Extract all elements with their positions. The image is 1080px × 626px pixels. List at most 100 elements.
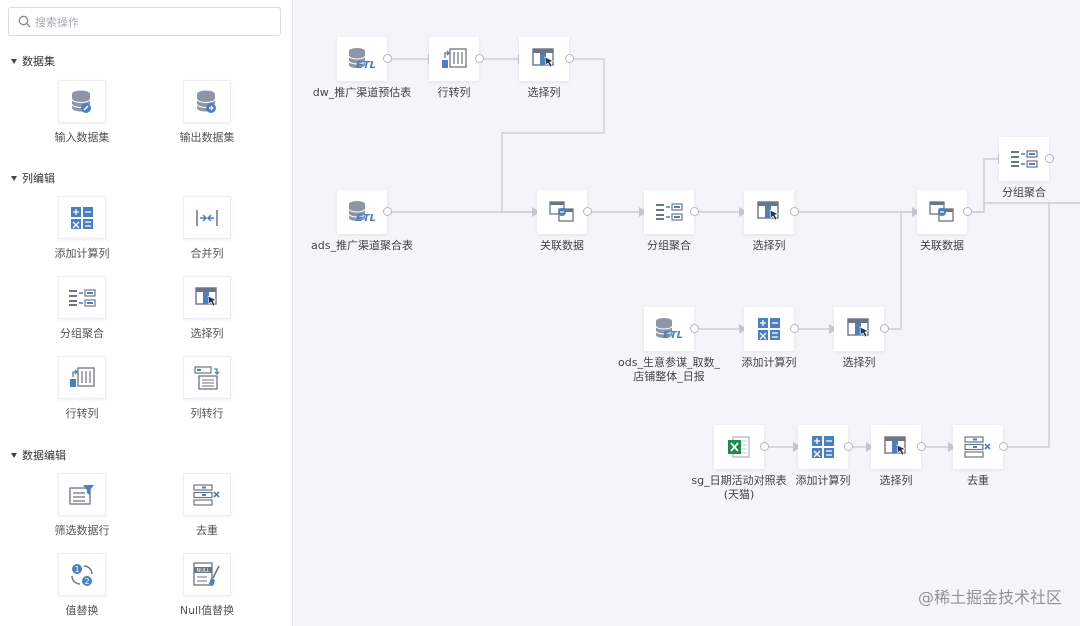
select-columns-icon xyxy=(195,286,217,306)
output-port[interactable] xyxy=(760,442,769,451)
node-ads-channel-aggregate[interactable]: ETL ads_推广渠道聚合表 xyxy=(302,190,422,253)
node-group-aggregate-1[interactable]: 分组聚合 xyxy=(609,190,729,253)
tool-label: 列转行 xyxy=(190,407,224,420)
filter-rows-icon xyxy=(69,484,94,505)
output-port[interactable] xyxy=(844,442,853,451)
search-icon xyxy=(18,15,31,28)
svg-text:NULL: NULL xyxy=(197,568,210,574)
output-port[interactable] xyxy=(690,207,699,216)
node-label: 关联数据 xyxy=(540,239,584,252)
tool-group-aggregate[interactable]: 分组聚合 xyxy=(32,276,132,341)
tool-calc-column[interactable]: 添加计算列 xyxy=(32,196,132,261)
tool-dedupe[interactable]: 去重 xyxy=(157,473,257,538)
dedupe-icon xyxy=(964,436,991,458)
node-label: 选择列 xyxy=(527,86,561,99)
workflow-canvas[interactable]: ETL dw_推广渠道预估表 行转列 选择列 ETL ads_推广渠道聚合表 关… xyxy=(294,0,1080,626)
output-port[interactable] xyxy=(475,54,484,63)
etl-icon: ETL xyxy=(348,201,376,224)
group-aggregate-icon xyxy=(69,288,96,307)
node-calc-column-1[interactable]: 添加计算列 xyxy=(709,307,829,370)
caret-down-icon xyxy=(11,58,17,64)
tool-label: 筛选数据行 xyxy=(54,524,110,537)
node-calc-column-2[interactable]: 添加计算列 xyxy=(763,425,883,488)
etl-icon: ETL xyxy=(348,48,376,71)
arrow-n11 xyxy=(739,324,747,334)
svg-text:1: 1 xyxy=(74,565,79,574)
node-label: 选择列 xyxy=(879,474,913,487)
connection-wires xyxy=(391,54,1080,452)
node-label: 去重 xyxy=(967,474,989,487)
search-input[interactable] xyxy=(35,12,275,32)
null-replace-icon: NULL xyxy=(193,561,220,586)
tool-output-dataset[interactable]: 输出数据集 xyxy=(157,80,257,145)
section-header-column-edit[interactable]: 列编辑 xyxy=(11,170,55,186)
output-port[interactable] xyxy=(583,207,592,216)
node-select-columns-1[interactable]: 选择列 xyxy=(484,37,604,100)
svg-text:ETL: ETL xyxy=(356,213,376,224)
arrow-n6 xyxy=(639,207,647,217)
node-join-2[interactable]: 关联数据 xyxy=(882,190,1002,253)
output-port[interactable] xyxy=(917,442,926,451)
node-ods-shop-daily[interactable]: ETL ods_生意参谋_取数_ 店铺整体_日报 xyxy=(609,307,729,384)
node-label: ods_生意参谋_取数_ 店铺整体_日报 xyxy=(618,356,720,383)
wire-n16-right xyxy=(1007,202,1080,448)
etl-icon: ETL xyxy=(655,318,683,341)
output-port[interactable] xyxy=(790,207,799,216)
output-port[interactable] xyxy=(565,54,574,63)
tool-column-to-row[interactable]: 列转行 xyxy=(157,356,257,421)
arrow-n7 xyxy=(739,207,747,217)
node-label: ads_推广渠道聚合表 xyxy=(311,239,413,252)
output-port[interactable] xyxy=(690,324,699,333)
select-columns-icon xyxy=(532,48,554,68)
node-select-columns-4[interactable]: 选择列 xyxy=(836,425,956,488)
node-join-1[interactable]: 关联数据 xyxy=(502,190,622,253)
node-dw-channel-estimate[interactable]: ETL dw_推广渠道预估表 xyxy=(302,37,422,100)
node-label: 分组聚合 xyxy=(647,239,691,252)
tool-label: 合并列 xyxy=(190,247,224,260)
output-port[interactable] xyxy=(383,207,392,216)
tool-merge-columns[interactable]: 合并列 xyxy=(157,196,257,261)
output-port[interactable] xyxy=(999,442,1008,451)
select-columns-icon xyxy=(757,201,779,221)
arrow-n14 xyxy=(793,442,801,452)
tool-filter-rows[interactable]: 筛选数据行 xyxy=(32,473,132,538)
arrow-n5 xyxy=(532,207,540,217)
node-label: 选择列 xyxy=(752,239,786,252)
node-row-to-column[interactable]: 行转列 xyxy=(394,37,514,100)
svg-text:ETL: ETL xyxy=(663,330,683,341)
section-title: 数据编辑 xyxy=(22,449,66,462)
output-port[interactable] xyxy=(1045,154,1054,163)
tool-label: 选择列 xyxy=(190,327,224,340)
tool-label: 行转列 xyxy=(65,407,99,420)
join-icon xyxy=(929,201,954,222)
node-label: dw_推广渠道预估表 xyxy=(312,86,412,99)
node-label: 分组聚合 xyxy=(1002,186,1046,199)
tool-null-replace[interactable]: NULL Null值替换 xyxy=(157,553,257,618)
tool-label: 分组聚合 xyxy=(60,327,104,340)
node-group-aggregate-2[interactable]: 分组聚合 xyxy=(964,137,1080,200)
search-box[interactable] xyxy=(8,7,281,36)
operations-sidebar: 数据集 输入数据集 输出数据集 列编辑 添加计算列 合并列 分组聚合 选择列 行… xyxy=(0,0,293,626)
section-header-dataset[interactable]: 数据集 xyxy=(11,53,55,69)
arrow-n8 xyxy=(912,207,920,217)
node-select-columns-2[interactable]: 选择列 xyxy=(709,190,829,253)
select-columns-icon xyxy=(884,436,906,456)
tool-select-columns[interactable]: 选择列 xyxy=(157,276,257,341)
tool-label: Null值替换 xyxy=(179,604,235,617)
tool-label: 添加计算列 xyxy=(54,247,110,260)
node-select-columns-3[interactable]: 选择列 xyxy=(799,307,919,370)
node-dedupe[interactable]: 去重 xyxy=(918,425,1038,488)
output-port[interactable] xyxy=(383,54,392,63)
output-port[interactable] xyxy=(963,207,972,216)
tool-input-dataset[interactable]: 输入数据集 xyxy=(32,80,132,145)
output-port[interactable] xyxy=(790,324,799,333)
node-label: 添加计算列 xyxy=(741,356,797,369)
caret-down-icon xyxy=(11,452,17,458)
calc-column-icon xyxy=(758,318,780,340)
tool-row-to-column[interactable]: 行转列 xyxy=(32,356,132,421)
node-sg-activity-table[interactable]: sg_日期活动对照表 (天猫) xyxy=(679,425,799,502)
output-port[interactable] xyxy=(880,324,889,333)
node-label: 关联数据 xyxy=(920,239,964,252)
section-header-data-edit[interactable]: 数据编辑 xyxy=(11,447,66,463)
